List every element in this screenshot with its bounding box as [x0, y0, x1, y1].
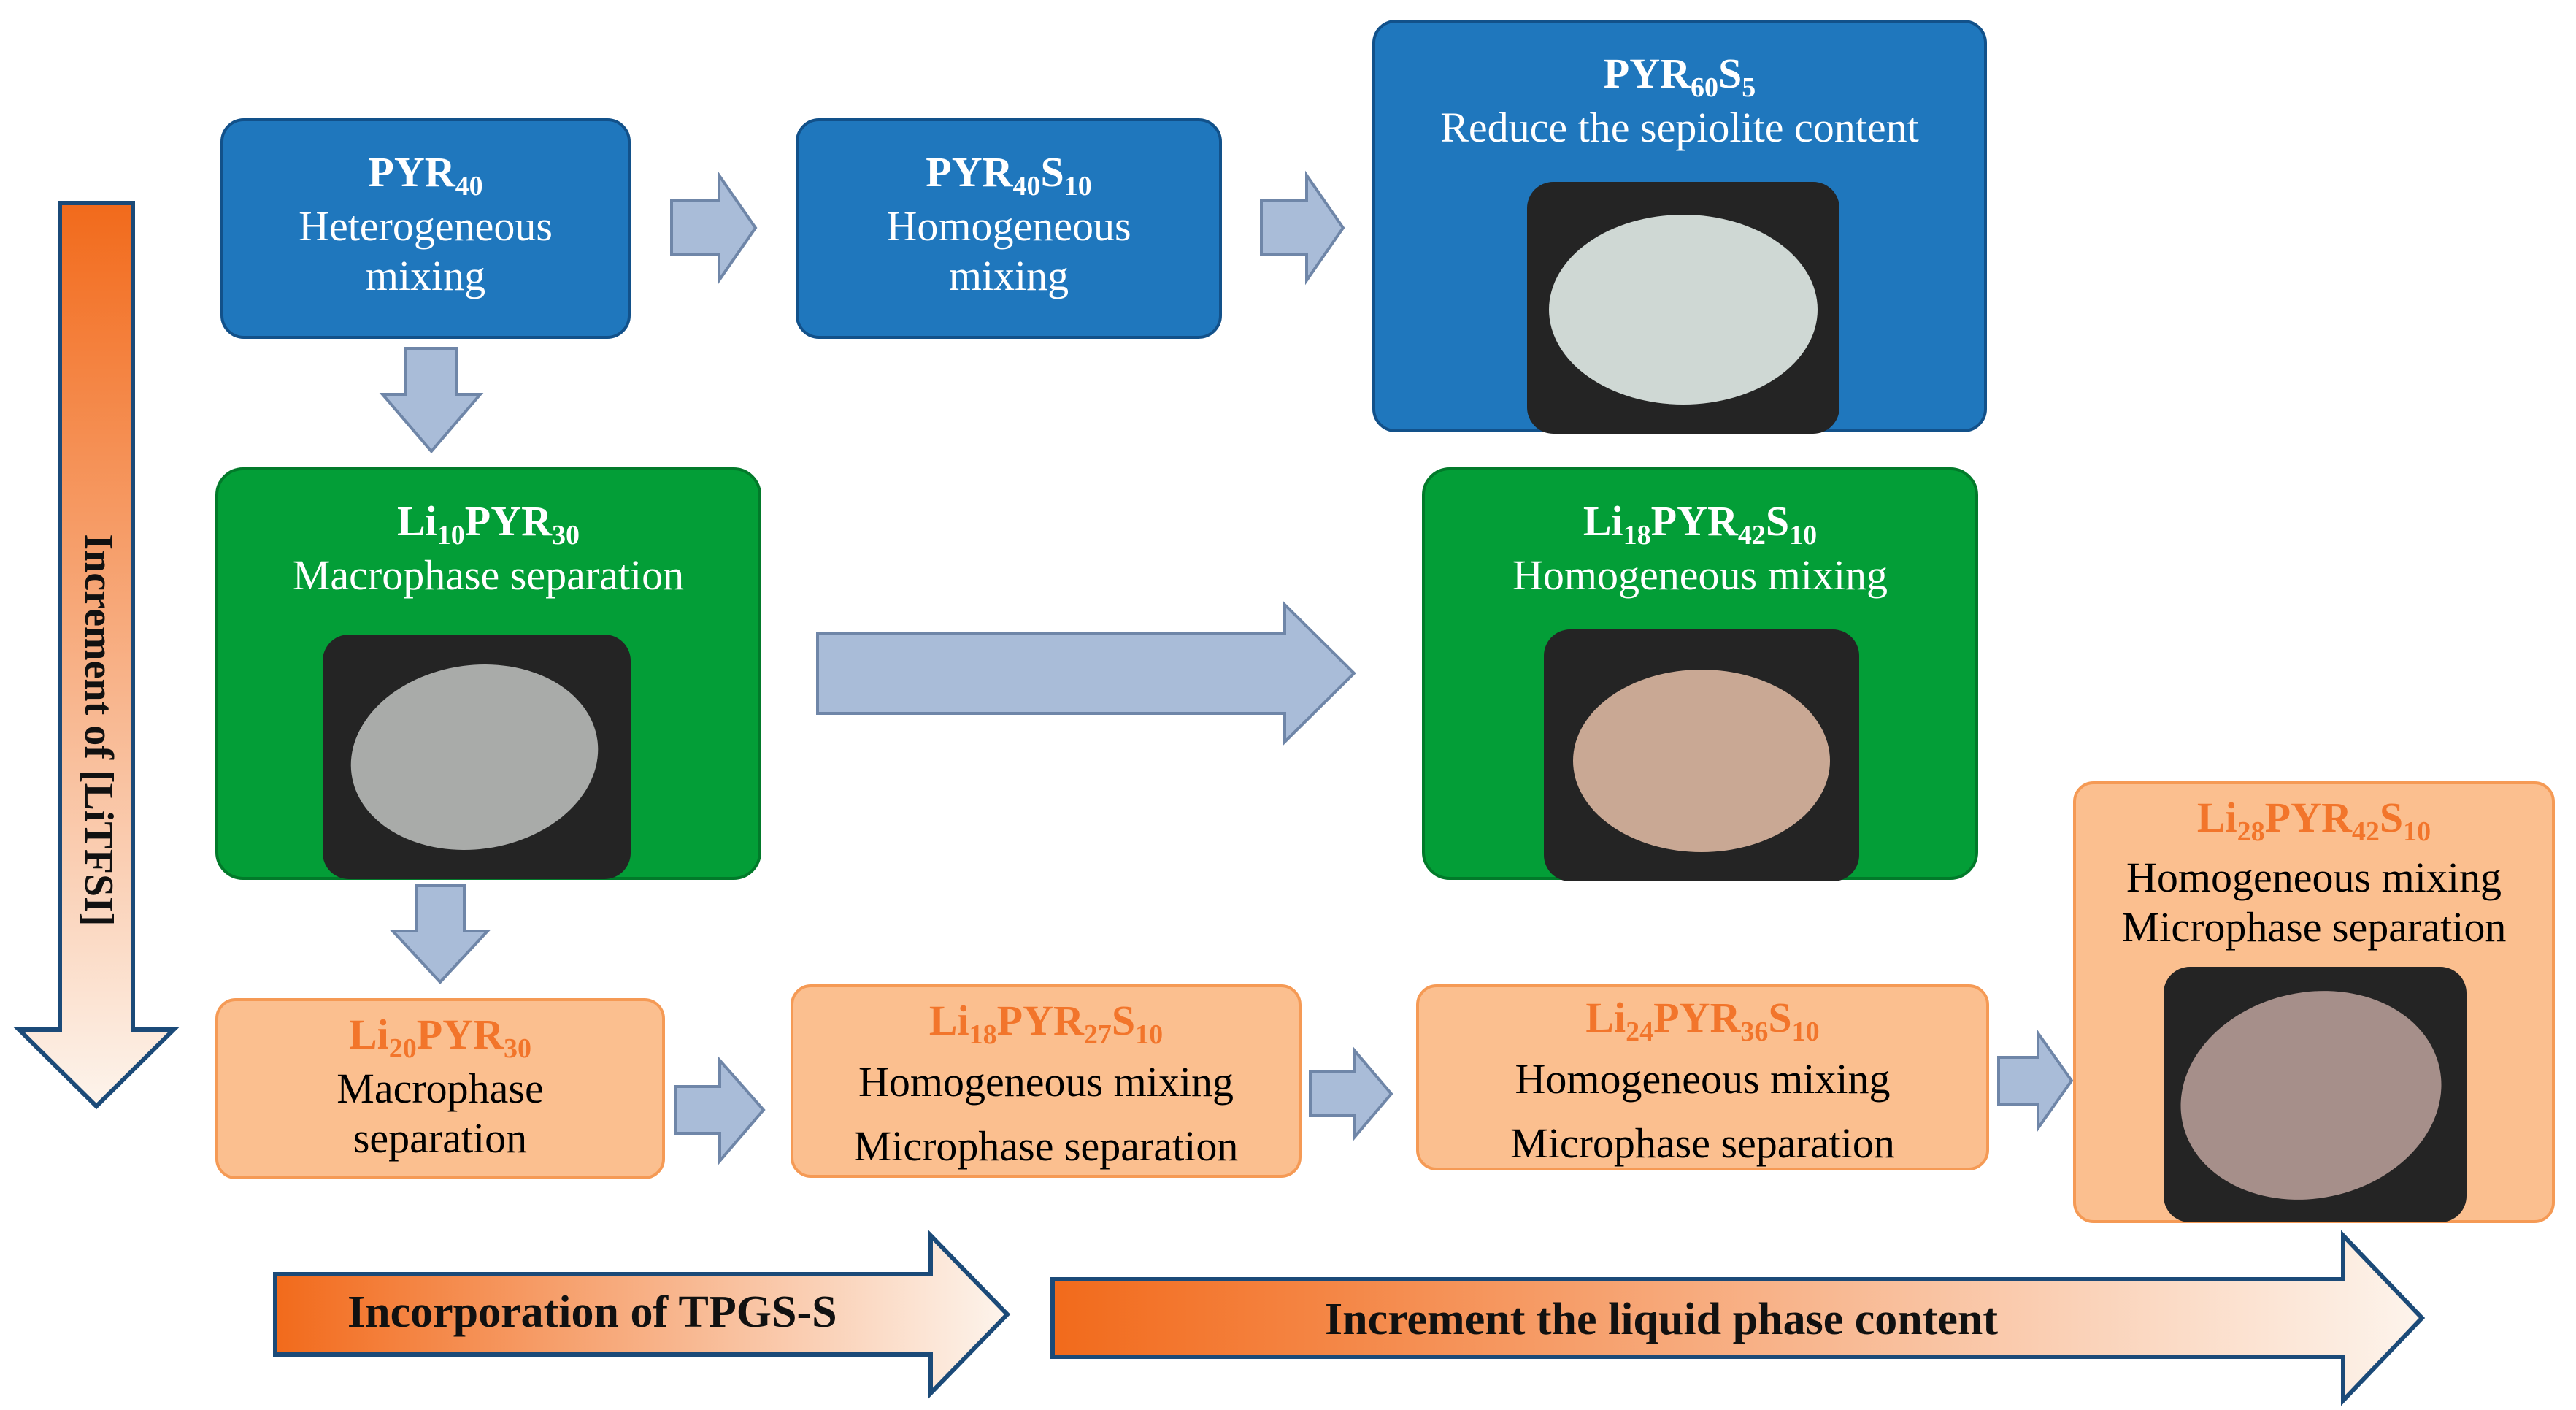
formula: PYR60S5 [1603, 50, 1756, 103]
membrane-disc [2161, 967, 2461, 1224]
membrane-photo [323, 635, 631, 879]
box-text: Microphase separation [1510, 1119, 1895, 1167]
arrow-li10-down [389, 884, 491, 984]
box-text: Homogeneous [886, 202, 1131, 250]
box-text: mixing [948, 252, 1069, 299]
arrow-li20-to-li18pyr27 [674, 1056, 766, 1165]
arrow-li24-to-li28 [1997, 1028, 2074, 1133]
litfsi-arrow [13, 201, 180, 1110]
liquid-phase-arrow [1050, 1230, 2426, 1406]
box-text: Heterogeneous [299, 202, 553, 250]
box-text: mixing [365, 252, 486, 299]
tpgs-arrow [273, 1230, 1011, 1399]
arrow-pyr40-down [379, 347, 484, 454]
box-li18pyr42s10: Li18PYR42S10 Homogeneous mixing [1422, 467, 1978, 881]
box-li18pyr27s10: Li18PYR27S10 Homogeneous mixing Micropha… [791, 984, 1302, 1178]
box-li10pyr30: Li10PYR30 Macrophase separation [215, 467, 761, 880]
tpgs-label: Incorporation of TPGS-S [347, 1287, 837, 1337]
arrow-pyr40-to-pyr40s10 [670, 170, 758, 286]
litfsi-label: Increment of [LiTFSI] [76, 534, 121, 927]
membrane-disc [339, 648, 610, 866]
membrane-photo [1544, 629, 1859, 881]
formula: Li18PYR27S10 [928, 997, 1164, 1050]
box-text: Reduce the sepiolite content [1440, 104, 1919, 151]
liquid-phase-label: Increment the liquid phase content [1325, 1295, 1999, 1344]
arrow-li18pyr27-to-li24 [1309, 1046, 1393, 1142]
membrane-photo [2161, 967, 2467, 1224]
box-text: Macrophase [337, 1065, 544, 1112]
box-text: Homogeneous mixing [1515, 1055, 1891, 1103]
membrane-disc [1573, 670, 1830, 852]
box-text: Macrophase separation [292, 551, 685, 599]
arrow-pyr40s10-to-pyr60s5 [1260, 170, 1345, 286]
arrow-li10-to-li18 [816, 601, 1356, 746]
box-li28pyr42s10: Li28PYR42S10 Homogeneous mixing Micropha… [2073, 781, 2555, 1224]
box-text: Microphase separation [2121, 903, 2507, 951]
box-pyr60s5: PYR60S5 Reduce the sepiolite content [1372, 20, 1987, 434]
box-text: separation [353, 1114, 528, 1162]
formula: PYR40 [368, 148, 483, 202]
formula: Li18PYR42S10 [1583, 497, 1818, 551]
box-pyr40: PYR40 Heterogeneous mixing [220, 118, 631, 339]
membrane-disc [1549, 215, 1818, 405]
box-text: Microphase separation [853, 1122, 1239, 1170]
box-text: Homogeneous mixing [858, 1058, 1234, 1106]
formula: Li20PYR30 [348, 1011, 531, 1064]
box-text: Homogeneous mixing [2126, 854, 2502, 901]
formula: Li28PYR42S10 [2196, 794, 2431, 847]
formula: Li10PYR30 [396, 497, 580, 551]
box-li24pyr36s10: Li24PYR36S10 Homogeneous mixing Micropha… [1416, 984, 1989, 1170]
box-pyr40s10: PYR40S10 Homogeneous mixing [796, 118, 1222, 339]
membrane-photo [1527, 182, 1839, 434]
formula: PYR40S10 [926, 148, 1092, 202]
box-li20pyr30: Li20PYR30 Macrophase separation [215, 998, 665, 1179]
formula: Li24PYR36S10 [1585, 994, 1820, 1047]
box-text: Homogeneous mixing [1512, 551, 1888, 599]
